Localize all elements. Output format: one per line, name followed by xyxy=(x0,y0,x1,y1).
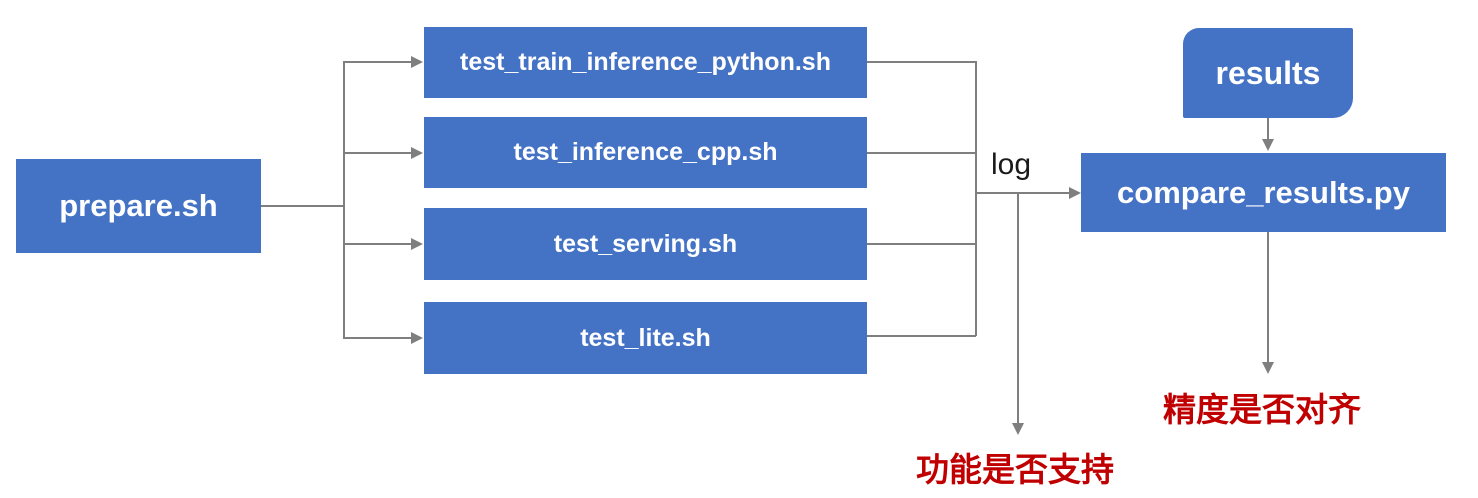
annotation-precision-aligned: 精度是否对齐 xyxy=(1163,391,1361,428)
node-test-inference-cpp: test_inference_cpp.sh xyxy=(424,117,867,188)
node-results: results xyxy=(1183,28,1353,118)
node-compare-results-py: compare_results.py xyxy=(1081,153,1446,232)
arrowhead-branch-3 xyxy=(411,238,423,250)
connector-merge-2 xyxy=(867,152,976,154)
node-test-train-inference-python: test_train_inference_python.sh xyxy=(424,27,867,98)
arrowhead-branch-4 xyxy=(411,332,423,344)
connector-merge-1 xyxy=(867,61,976,63)
connector-branch-1 xyxy=(343,61,412,63)
connector-merge-vertical xyxy=(975,61,977,336)
connector-log-out xyxy=(975,192,1069,194)
connector-branch-4 xyxy=(343,337,412,339)
arrowhead-log-drop xyxy=(1012,423,1024,435)
connector-compare-down xyxy=(1267,232,1269,362)
connector-merge-3 xyxy=(867,243,976,245)
node-test-serving: test_serving.sh xyxy=(424,208,867,280)
arrowhead-branch-1 xyxy=(411,56,423,68)
connector-branch-2 xyxy=(343,152,412,154)
connector-prepare-out xyxy=(261,205,343,207)
node-test-lite: test_lite.sh xyxy=(424,302,867,374)
arrowhead-results-to-compare xyxy=(1262,139,1274,151)
arrowhead-branch-2 xyxy=(411,147,423,159)
connector-log-drop xyxy=(1017,193,1019,423)
connector-merge-4 xyxy=(867,335,976,337)
arrowhead-compare-down xyxy=(1262,362,1274,374)
connector-branch-vertical xyxy=(343,61,345,338)
node-prepare-sh: prepare.sh xyxy=(16,159,261,253)
arrowhead-log-out xyxy=(1069,187,1081,199)
edge-label-log: log xyxy=(991,148,1032,181)
connector-branch-3 xyxy=(343,243,412,245)
connector-results-to-compare xyxy=(1267,118,1269,140)
annotation-function-support: 功能是否支持 xyxy=(916,451,1114,488)
